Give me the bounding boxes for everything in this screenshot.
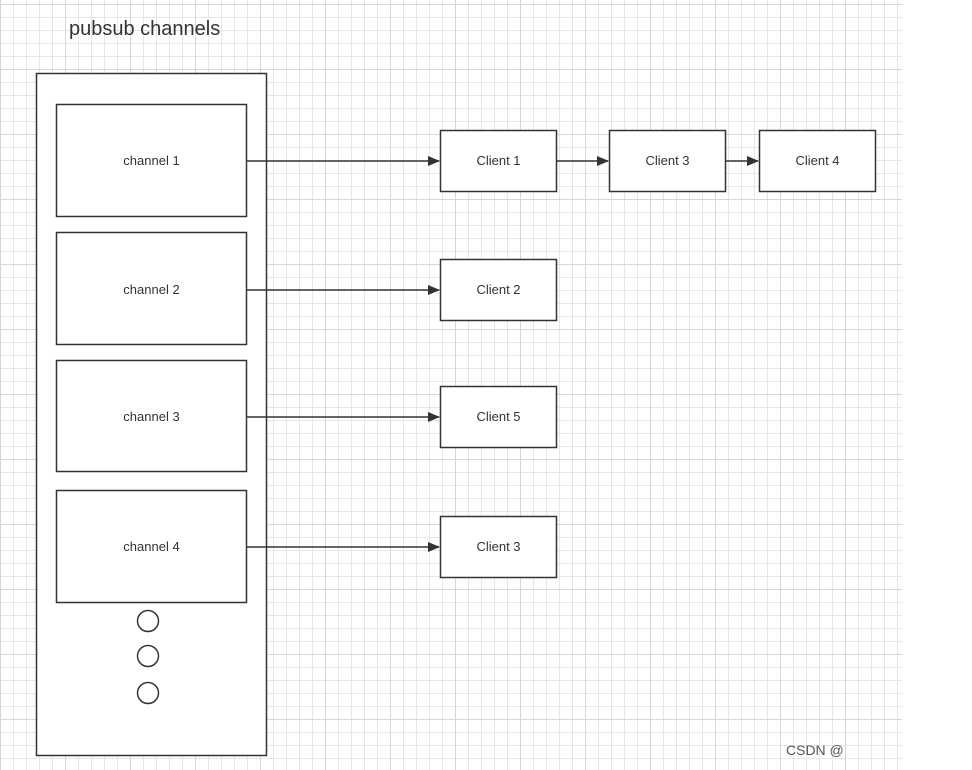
client-node: Client 5 — [439, 385, 558, 449]
more-indicator-circle — [136, 644, 160, 668]
diagram-title: pubsub channels — [69, 18, 220, 40]
client-node: Client 4 — [758, 129, 877, 193]
client-label: Client 2 — [476, 282, 520, 297]
channel-label: channel 2 — [123, 282, 179, 297]
client-box — [439, 258, 558, 322]
channel-node: channel 2 — [55, 231, 248, 346]
client-node: Client 3 — [439, 515, 558, 579]
client-label: Client 5 — [476, 409, 520, 424]
client-box — [608, 129, 727, 193]
client-label: Client 4 — [795, 153, 839, 168]
channel-node: channel 1 — [55, 103, 248, 218]
channel-box — [55, 359, 248, 473]
client-label: Client 1 — [476, 153, 520, 168]
channel-label: channel 1 — [123, 153, 179, 168]
channel-box — [55, 489, 248, 604]
client-node: Client 2 — [439, 258, 558, 322]
client-box — [439, 515, 558, 579]
channel-box — [55, 231, 248, 346]
channel-node: channel 4 — [55, 489, 248, 604]
more-indicator-circle — [136, 609, 160, 633]
client-box — [439, 129, 558, 193]
channel-label: channel 4 — [123, 539, 179, 554]
client-box — [439, 385, 558, 449]
client-node: Client 3 — [608, 129, 727, 193]
channel-node: channel 3 — [55, 359, 248, 473]
more-indicator-circle — [136, 681, 160, 705]
client-label: Client 3 — [476, 539, 520, 554]
watermark-text: CSDN @ — [786, 742, 844, 758]
client-node: Client 1 — [439, 129, 558, 193]
client-box — [758, 129, 877, 193]
channel-box — [55, 103, 248, 218]
client-label: Client 3 — [645, 153, 689, 168]
channel-label: channel 3 — [123, 409, 179, 424]
